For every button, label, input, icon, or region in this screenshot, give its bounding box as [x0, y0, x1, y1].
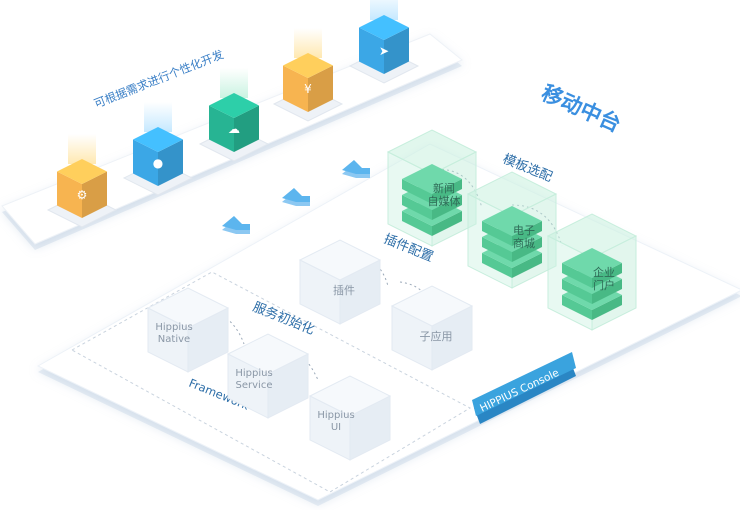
- framework-item-line2: UI: [331, 422, 341, 433]
- apple-icon: ●: [153, 156, 163, 170]
- up-arrows: [222, 160, 370, 234]
- framework-item-line1: Hippius: [317, 410, 354, 421]
- plugin-label: 子应用: [420, 329, 453, 343]
- app-cube: ☁: [198, 68, 270, 162]
- up-arrow-icon: [222, 216, 250, 234]
- template-line1: 新闻: [433, 181, 455, 195]
- template-line2: 门户: [593, 278, 615, 292]
- framework-item-line2: Native: [158, 334, 190, 345]
- up-arrow-icon: [282, 188, 310, 206]
- template-line2: 商城: [513, 236, 535, 250]
- alipay-icon: ¥: [304, 82, 312, 96]
- app-cube: ⚙: [46, 134, 118, 228]
- framework-item-line1: Hippius: [155, 322, 192, 333]
- framework-item-line2: Service: [236, 380, 273, 391]
- framework-item-line1: Hippius: [235, 368, 272, 379]
- app-cube: ¥: [272, 28, 344, 122]
- platform-title: 移动中台: [538, 81, 624, 137]
- framework-dashed-area: [70, 271, 472, 493]
- template-line1: 电子: [513, 224, 535, 237]
- plugin-cube: 插件: [298, 239, 382, 325]
- template-line1: 企业: [593, 265, 615, 279]
- up-arrow-icon: [342, 160, 370, 178]
- paper-plane-icon: ➤: [379, 44, 389, 58]
- app-cube: ➤: [348, 0, 420, 84]
- app-cube-row: ⚙ ● ☁ ¥ ➤: [46, 0, 420, 228]
- plugin-cube: 子应用: [390, 285, 474, 371]
- template-line2: 自媒体: [428, 194, 461, 208]
- app-cube: ●: [122, 102, 194, 196]
- wechat-icon: ☁: [228, 122, 240, 136]
- android-icon: ⚙: [77, 188, 88, 202]
- plugin-label: 插件: [333, 283, 355, 297]
- top-caption: 可根据需求进行个性化开发: [92, 47, 226, 111]
